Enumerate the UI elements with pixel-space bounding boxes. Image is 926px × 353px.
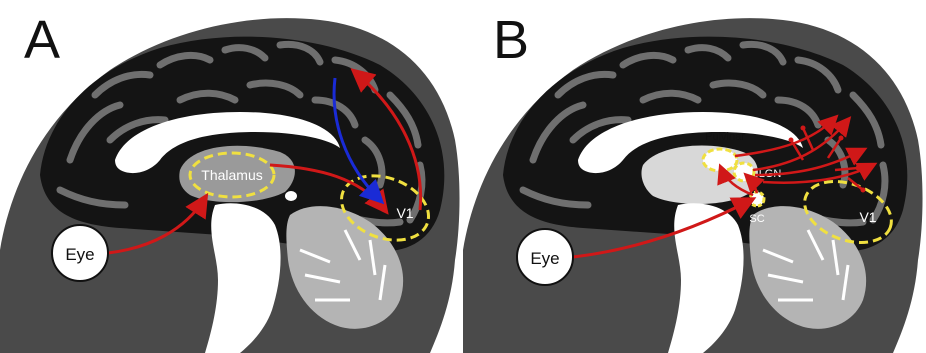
panel-b-diagram: V1 Pulvinar LGN SC	[463, 0, 926, 353]
pulvinar-label: Pulvinar	[705, 131, 745, 143]
pulvinar-highlight	[703, 149, 737, 171]
panel-a: Thalamus V1 Eye A	[0, 0, 463, 353]
pineal-marker	[285, 191, 297, 201]
v1-label: V1	[859, 209, 876, 225]
lgn-highlight	[734, 163, 754, 181]
panel-a-diagram: Thalamus V1 Eye A	[0, 0, 463, 353]
eye-label: Eye	[530, 249, 559, 268]
sc-label: SC	[749, 213, 764, 225]
panel-b: V1 Pulvinar LGN SC	[463, 0, 926, 353]
eye-label: Eye	[65, 245, 94, 264]
thalamus-label: Thalamus	[201, 167, 262, 183]
panel-letter: B	[493, 10, 529, 70]
panel-letter: A	[24, 10, 60, 70]
v1-label: V1	[396, 205, 413, 221]
